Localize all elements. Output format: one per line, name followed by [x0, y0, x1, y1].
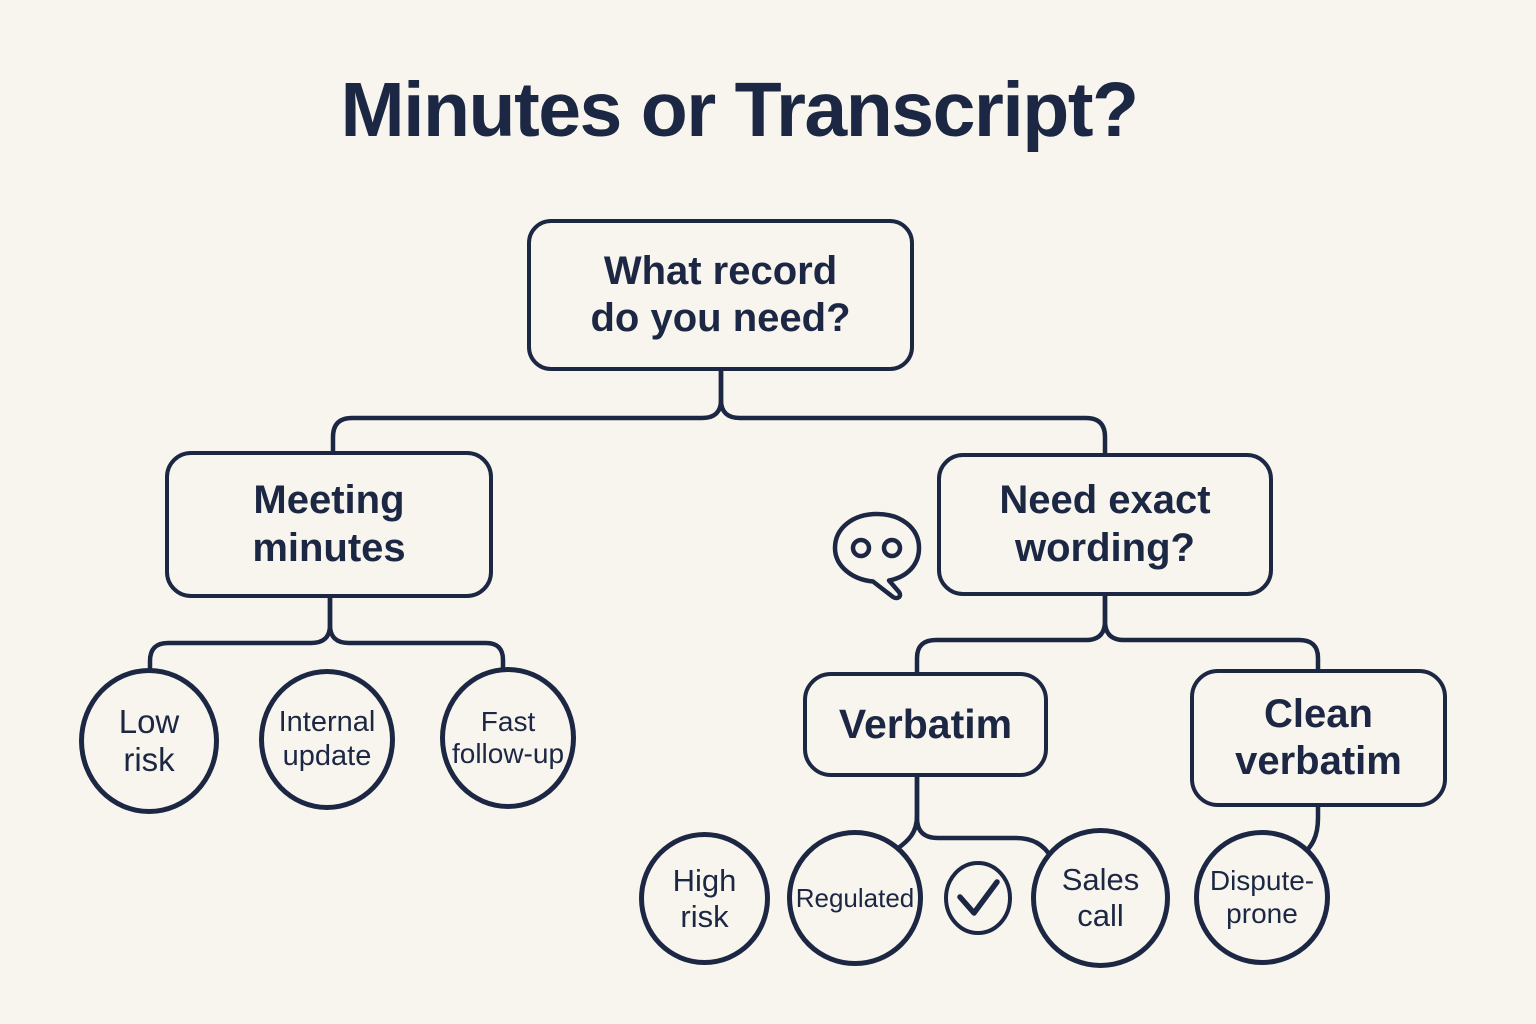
node-sales-call-label: Sales call: [1061, 862, 1140, 933]
node-high-risk-label: High risk: [672, 862, 737, 934]
node-dispute-prone: Dispute- prone: [1194, 830, 1330, 965]
node-root-question: What record do you need?: [527, 219, 914, 371]
node-internal-update-label: Internal update: [278, 705, 376, 772]
connector-meeting-minutes-to-fast-follow-up: [327, 594, 506, 672]
node-meeting-minutes: Meeting minutes: [165, 451, 493, 598]
node-verbatim-label: Verbatim: [838, 701, 1013, 748]
speech-bubble-right-dot: [881, 537, 903, 559]
node-need-exact-wording-label: Need exact wording?: [999, 478, 1211, 570]
node-regulated: Regulated: [787, 830, 923, 966]
node-internal-update: Internal update: [259, 669, 395, 810]
node-meeting-minutes-label: Meeting minutes: [252, 478, 406, 570]
node-regulated-label: Regulated: [795, 882, 915, 913]
node-clean-verbatim: Clean verbatim: [1190, 669, 1447, 807]
connector-verbatim-to-sales-call: [914, 773, 1054, 860]
connector-root-to-need-exact-wording: [718, 368, 1108, 457]
connector-root-to-meeting-minutes: [330, 368, 724, 455]
speech-bubble-icon: [832, 511, 922, 601]
node-low-risk: Low risk: [79, 668, 219, 814]
diagram-title: Minutes or Transcript?: [340, 67, 1139, 153]
node-need-exact-wording: Need exact wording?: [937, 453, 1273, 596]
node-clean-verbatim-label: Clean verbatim: [1235, 691, 1402, 783]
node-high-risk: High risk: [639, 832, 770, 965]
node-low-risk-label: Low risk: [118, 702, 180, 778]
connector-meeting-minutes-to-low-risk: [147, 594, 333, 674]
node-root-question-label: What record do you need?: [590, 248, 851, 340]
connector-need-exact-to-clean-verbatim: [1102, 592, 1321, 673]
connector-need-exact-to-verbatim: [914, 592, 1108, 676]
node-sales-call: Sales call: [1031, 828, 1170, 968]
connector-verbatim-to-regulated: [894, 773, 920, 852]
node-dispute-prone-label: Dispute- prone: [1209, 865, 1315, 929]
speech-bubble-left-dot: [850, 537, 872, 559]
node-verbatim: Verbatim: [803, 672, 1048, 777]
check-icon: [944, 861, 1012, 935]
node-fast-follow-up-label: Fast follow-up: [451, 705, 565, 769]
node-fast-follow-up: Fast follow-up: [440, 667, 576, 809]
